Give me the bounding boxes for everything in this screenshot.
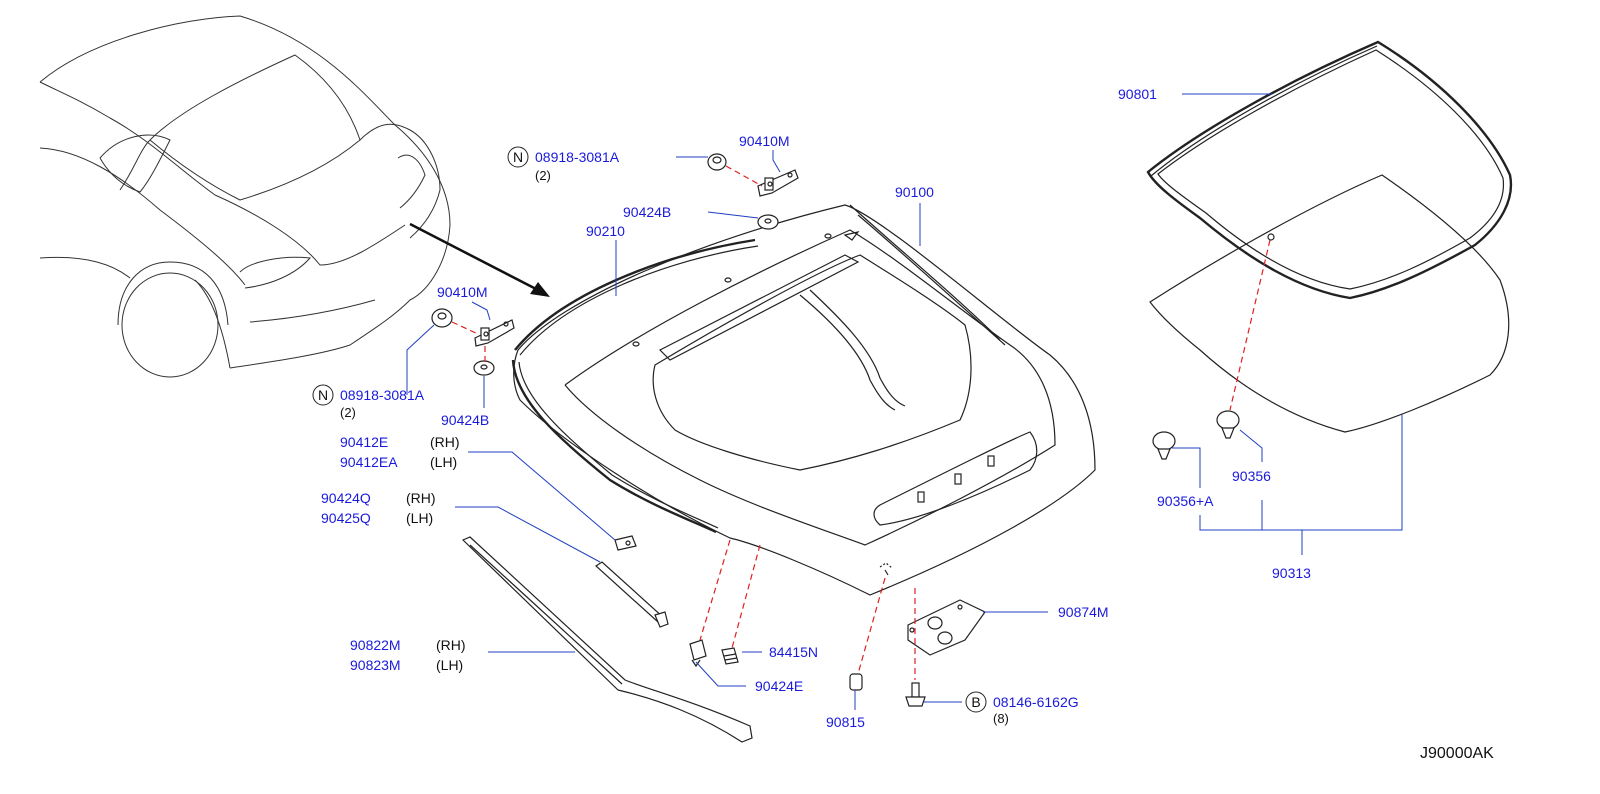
side-finisher-rh: (RH) <box>436 637 466 653</box>
bumper-left-part <box>473 360 495 376</box>
fastener-kit-part <box>1152 431 1176 460</box>
label-finisher-rh: 90822M <box>350 637 401 653</box>
label-plate: 90874M <box>1058 604 1109 620</box>
nut-top-prefix: N <box>513 149 523 165</box>
hinge-left-part <box>474 319 515 347</box>
nut-left-part <box>431 308 453 328</box>
label-fastener-kit: 90356+A <box>1157 493 1214 509</box>
hinge-top-part <box>757 169 799 197</box>
label-bracket-rh: 90412E <box>340 434 388 450</box>
side-bracket-rh: (RH) <box>430 434 460 450</box>
label-hinge-left: 90410M <box>437 284 488 300</box>
side-bracket-lh: (LH) <box>430 454 457 470</box>
label-glass-molding: 90801 <box>1118 86 1157 102</box>
side-finisher-lh: (LH) <box>436 657 463 673</box>
label-bumper-top: 90424B <box>623 204 671 220</box>
bolt-prefix: B <box>971 694 980 710</box>
weatherstrip <box>511 238 759 534</box>
label-back-door: 90100 <box>895 184 934 200</box>
nut-left-prefix: N <box>318 387 328 403</box>
label-striker: 90815 <box>826 714 865 730</box>
back-door-glass <box>1149 174 1510 433</box>
switch-part <box>721 647 739 665</box>
label-stay-lh: 90425Q <box>321 510 371 526</box>
label-nut-left: 08918-3081A <box>340 387 425 403</box>
qty-nut-left: (2) <box>340 405 356 420</box>
diagram-reference-code: J90000AK <box>1420 745 1494 762</box>
stay-bracket-part <box>614 535 637 551</box>
bolt-part <box>905 682 926 707</box>
glass-molding <box>1146 40 1513 300</box>
alignment-lines <box>451 165 1275 680</box>
bumper-top-part <box>757 214 779 230</box>
qty-nut-top: (2) <box>535 168 551 183</box>
direction-arrow <box>409 222 550 297</box>
finisher-part <box>461 536 753 743</box>
fastener-part <box>1216 410 1240 439</box>
label-weatherstrip: 90210 <box>586 223 625 239</box>
label-nut-top: 08918-3081A <box>535 149 620 165</box>
label-bumper-left: 90424B <box>441 412 489 428</box>
nut-top-part <box>707 153 727 171</box>
label-stay-rh: 90424Q <box>321 490 371 506</box>
side-stay-lh: (LH) <box>406 510 433 526</box>
gas-stay-part <box>595 561 669 628</box>
plate-part <box>907 599 986 656</box>
label-bolt: 08146-6162G <box>993 694 1079 710</box>
bumper-bottom-part <box>689 639 707 668</box>
label-finisher-lh: 90823M <box>350 657 401 673</box>
label-bumper-bottom: 90424E <box>755 678 803 694</box>
vehicle-rear-illustration <box>39 15 451 378</box>
qty-bolt: (8) <box>993 711 1009 726</box>
label-glass: 90313 <box>1272 565 1311 581</box>
label-fastener: 90356 <box>1232 468 1271 484</box>
back-door-panel <box>513 204 1096 596</box>
label-bracket-lh: 90412EA <box>340 454 398 470</box>
label-switch: 84415N <box>769 644 818 660</box>
label-hinge-top: 90410M <box>739 133 790 149</box>
callout-labels: N 08918-3081A (2) 90410M 90424B 90210 90… <box>312 86 1494 762</box>
side-stay-rh: (RH) <box>406 490 436 506</box>
leader-lines <box>406 93 1403 710</box>
striker-part <box>849 673 863 691</box>
